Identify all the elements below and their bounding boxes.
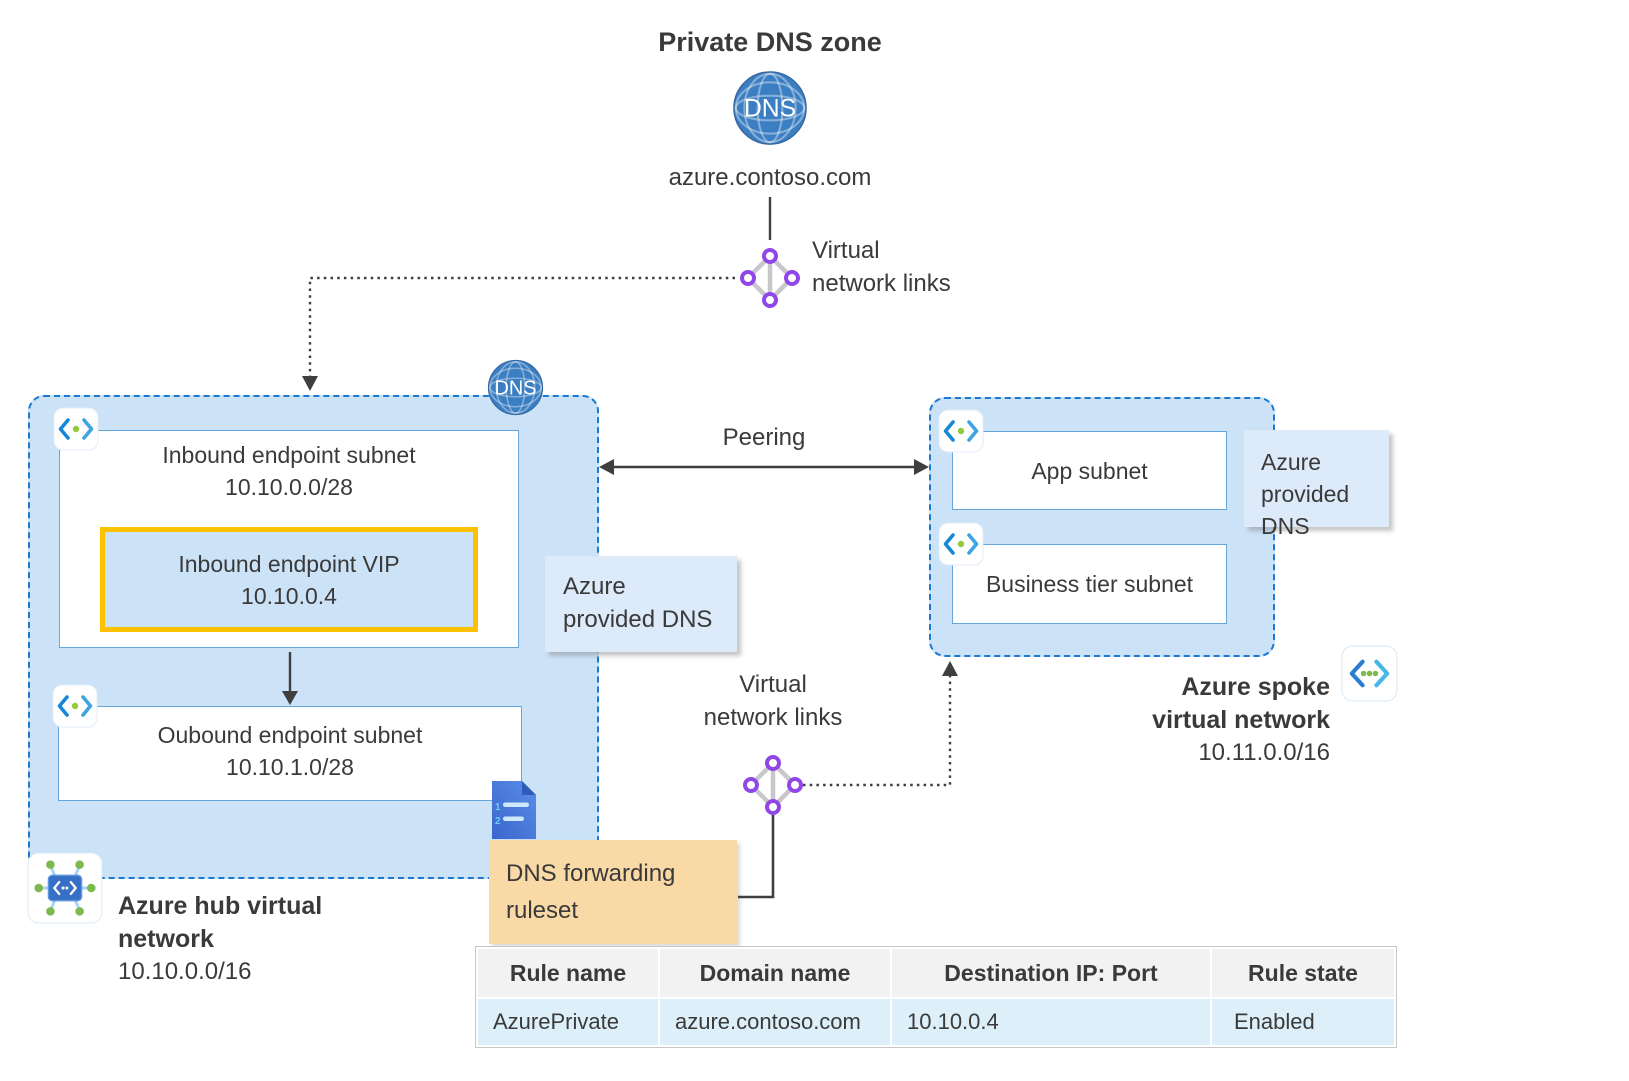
table-row: AzurePrivate azure.contoso.com 10.10.0.4… [478,999,1394,1045]
outbound-subnet-label: Oubound endpoint subnet 10.10.1.0/28 [157,722,423,780]
table-header-row: Rule name Domain name Destination IP: Po… [478,949,1394,997]
inbound-subnet-label: Inbound endpoint subnet 10.10.0.0/28 [162,442,416,500]
subnet-icon [52,684,98,728]
business-tier-subnet-label: Business tier subnet [985,571,1194,597]
spoke-vnet-label: Azure spoke virtual network 10.11.0.0/16 [1152,673,1330,766]
hub-vnet-label: Azure hub virtual network 10.10.0.0/16 [118,892,323,985]
vnet-links-top-label: Virtual network links [812,237,951,297]
virtual-network-links-icon [741,753,805,817]
vnet-links-bottom-label: Virtual network links [703,671,843,731]
dns-ruleset-document-icon: 1 2 [489,780,539,840]
dns-zone-domain: azure.contoso.com [668,164,872,191]
azure-provided-dns-left: Azure provided DNS [545,556,737,652]
inbound-vip-label: Inbound endpoint VIP 10.10.0.4 [178,550,400,609]
virtual-network-links-icon [738,246,802,310]
subnet-icon [938,409,984,453]
azure-provided-dns-right: Azure provided DNS [1244,430,1389,539]
dns-globe-icon: DNS [732,70,808,146]
col-domain-name: Domain name [660,949,890,997]
subnet-icon [53,407,99,451]
forwarding-rules-table: Rule name Domain name Destination IP: Po… [475,946,1397,1048]
subnet-icon [938,522,984,566]
outbound-endpoint-subnet-box: Oubound endpoint subnet 10.10.1.0/28 [58,706,522,801]
svg-text:1: 1 [495,802,501,813]
col-rule-name: Rule name [478,949,658,997]
hub-dns-globe-text: DNS [494,378,536,400]
cell-domain-name: azure.contoso.com [660,999,890,1045]
cell-destination-ip-port: 10.10.0.4 [892,999,1210,1045]
hub-vnet-icon [27,852,103,924]
col-destination-ip-port: Destination IP: Port [892,949,1210,997]
cell-rule-name: AzurePrivate [478,999,658,1045]
cell-rule-state: Enabled [1212,999,1394,1045]
col-rule-state: Rule state [1212,949,1394,997]
hub-dns-globe-icon: DNS [487,359,544,416]
private-dns-zone-title: Private DNS zone [658,27,882,57]
business-tier-subnet-box: Business tier subnet [952,544,1227,624]
app-subnet-box: App subnet [952,431,1227,510]
dns-globe-text: DNS [744,96,796,123]
peering-label: Peering [722,424,806,451]
dns-forwarding-ruleset-box: DNS forwarding ruleset [489,840,737,944]
inbound-endpoint-vip-box: Inbound endpoint VIP 10.10.0.4 [100,527,478,632]
app-subnet-label: App subnet [1031,457,1148,484]
svg-text:2: 2 [495,816,501,827]
spoke-vnet-icon [1341,645,1398,702]
